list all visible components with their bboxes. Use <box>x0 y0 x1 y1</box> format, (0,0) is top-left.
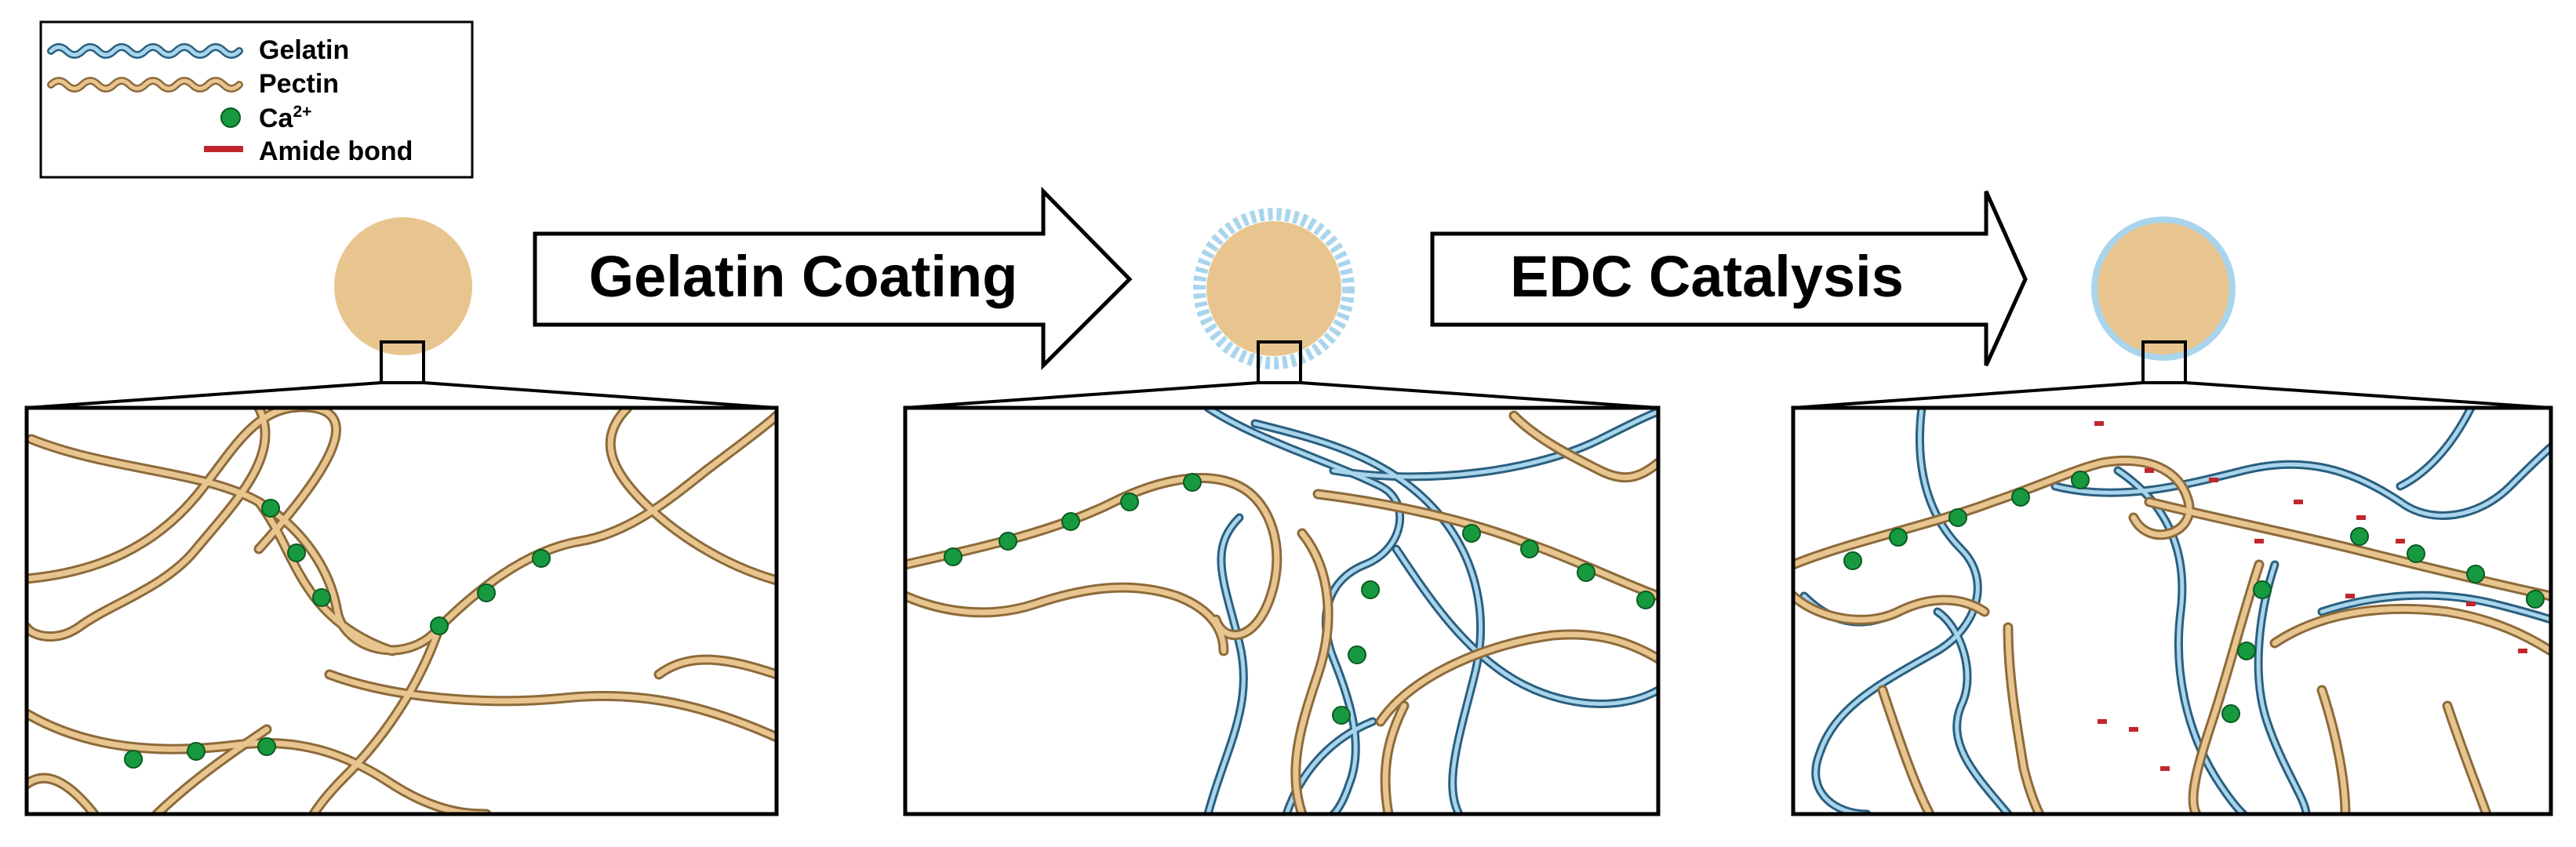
calcium-ion <box>187 742 206 761</box>
legend-calcium-dot <box>220 107 241 128</box>
step-arrow-gelatin-coating: Gelatin Coating <box>533 186 1133 371</box>
legend-calcium-symbol: Ca <box>259 104 294 133</box>
legend-amide-swatch <box>204 146 243 152</box>
legend-pectin-label: Pectin <box>259 69 339 99</box>
calcium-ion <box>257 737 276 756</box>
calcium-junction <box>124 737 276 769</box>
calcium-ion <box>2221 704 2240 723</box>
calcium-ion <box>2011 488 2030 507</box>
calcium-ion <box>2407 544 2425 563</box>
bead-uncoated <box>334 217 472 355</box>
calcium-ion <box>1061 512 1080 531</box>
calcium-junction <box>1332 580 1380 725</box>
calcium-ion <box>2350 527 2369 546</box>
calcium-ion <box>2237 642 2256 660</box>
zoom-callout-1 <box>26 340 777 409</box>
amide-bonds <box>2094 421 2527 771</box>
calcium-ion <box>999 532 1017 551</box>
amide-bond-mark <box>2518 649 2527 653</box>
calcium-junction <box>2350 527 2545 609</box>
panel-crosslinked-network <box>1791 405 2553 816</box>
calcium-ion <box>1348 645 1366 664</box>
calcium-ion <box>1120 493 1139 511</box>
amide-bond-mark <box>2129 727 2138 732</box>
calcium-ion <box>1889 528 1908 547</box>
calcium-ion <box>1636 591 1655 609</box>
legend-calcium-label: Ca2+ <box>259 103 311 133</box>
calcium-junction <box>944 473 1202 566</box>
calcium-junction <box>1843 471 2090 570</box>
calcium-ion <box>2071 471 2090 489</box>
calcium-ion <box>1183 473 1202 492</box>
calcium-junction <box>261 499 551 635</box>
calcium-ion <box>124 750 143 769</box>
legend-gelatin-label: Gelatin <box>259 35 349 65</box>
amide-bond-mark <box>2145 468 2154 473</box>
pectin-strands <box>27 408 777 814</box>
amide-bond-mark <box>2094 421 2104 426</box>
amide-bond-mark <box>2466 602 2476 606</box>
amide-bond-mark <box>2209 478 2218 482</box>
zoom-callout-2 <box>904 340 1659 409</box>
calcium-ion <box>312 588 331 607</box>
zoom-callout-3 <box>1792 340 2552 409</box>
calcium-junction <box>1462 524 1655 609</box>
amide-bond-mark <box>2098 719 2107 724</box>
calcium-ion <box>477 583 496 602</box>
gelatin-strands-3 <box>1799 408 2551 814</box>
amide-bond-mark <box>2160 766 2170 771</box>
calcium-ion <box>1462 524 1481 543</box>
calcium-ion <box>2466 565 2485 583</box>
legend-calcium-charge: 2+ <box>293 103 311 121</box>
pectin-strands-2 <box>905 410 1658 814</box>
calcium-ion <box>287 543 306 562</box>
calcium-ion <box>1332 706 1351 725</box>
amide-bond-mark <box>2345 594 2355 598</box>
panel-2-frame <box>903 405 1661 816</box>
calcium-ion <box>261 499 280 518</box>
calcium-ion <box>430 616 449 635</box>
bead-crosslinked <box>2091 216 2236 361</box>
step-label-edc-catalysis: EDC Catalysis <box>1510 244 1904 309</box>
legend-pectin-swatch <box>47 77 243 93</box>
amide-bond-mark <box>2254 539 2264 543</box>
calcium-ion <box>1520 540 1539 558</box>
calcium-junction <box>2221 580 2272 723</box>
panel-1-frame <box>24 405 779 816</box>
calcium-ion <box>1948 508 1967 527</box>
legend-gelatin-swatch <box>47 43 243 59</box>
amide-bond-mark <box>2294 500 2303 504</box>
calcium-ion <box>1577 563 1595 582</box>
calcium-ion <box>1361 580 1380 599</box>
bead-gelatin-coated <box>1193 208 1355 369</box>
panel-gelatin-coated-network <box>903 405 1661 816</box>
step-arrow-edc-catalysis: EDC Catalysis <box>1430 190 2028 367</box>
calcium-ion <box>944 547 962 566</box>
panel-3-frame <box>1791 405 2553 816</box>
step-label-gelatin-coating: Gelatin Coating <box>589 244 1018 309</box>
amide-bond-mark <box>2356 515 2366 520</box>
calcium-ion <box>2526 590 2545 609</box>
calcium-ion <box>1843 551 1862 570</box>
pectin-strands-3 <box>1793 455 2551 814</box>
calcium-ion <box>2253 580 2272 599</box>
legend-amide-label: Amide bond <box>259 136 413 166</box>
panel-pectin-network <box>24 405 779 816</box>
legend: Gelatin Pectin Ca2+ Amide bond <box>39 20 474 179</box>
amide-bond-mark <box>2396 539 2405 543</box>
calcium-ion <box>532 549 551 568</box>
